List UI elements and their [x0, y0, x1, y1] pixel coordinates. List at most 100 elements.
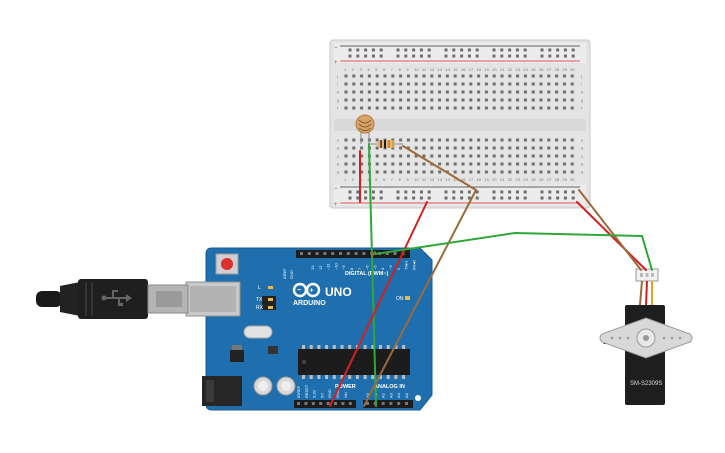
wire-green-ldr-a0[interactable] [368, 143, 377, 407]
breadboard-hole [422, 146, 426, 150]
rail-hole [460, 196, 464, 200]
usb-cable[interactable] [36, 279, 189, 319]
breadboard[interactable]: − + − + 11223344556677889910101111121213… [329, 39, 591, 209]
column-number: 5 [375, 177, 378, 182]
header-pin[interactable] [315, 252, 319, 255]
breadboard-hole [438, 74, 442, 78]
breadboard-hole [406, 82, 410, 86]
voltage-regulator-tab [232, 345, 242, 350]
power-pin-header[interactable] [294, 400, 356, 408]
header-pin[interactable] [341, 402, 345, 405]
wire-green-servo-signal[interactable] [374, 231, 653, 271]
breadboard-hole [539, 162, 543, 166]
header-pin[interactable] [339, 252, 342, 255]
breadboard-hole [453, 154, 457, 158]
power-header-label: POWER [335, 384, 356, 390]
chip-leg [340, 345, 344, 349]
header-pin[interactable] [304, 402, 308, 405]
header-pin[interactable] [300, 252, 303, 255]
header-pin[interactable] [331, 252, 335, 255]
breadboard-hole [453, 138, 457, 142]
digital-pin-label: ~9 [341, 265, 346, 270]
breadboard-hole [562, 170, 566, 174]
header-pin[interactable] [389, 402, 393, 405]
column-number: 23 [516, 177, 521, 182]
breadboard-hole [516, 170, 520, 174]
wire-brown-gnd-arduino[interactable] [363, 189, 477, 407]
usb-port-inner [190, 286, 236, 312]
rail-hole [379, 190, 383, 194]
breadboard-hole [492, 82, 496, 86]
column-number: 15 [453, 67, 458, 72]
rail-hole [571, 54, 575, 58]
header-pin[interactable] [311, 402, 315, 405]
arduino-uno[interactable]: L TX RX ON − + ARDUINO UNO DIGITAL (PWM~… [185, 247, 433, 411]
analog-pin-header[interactable] [363, 400, 413, 408]
breadboard-hole [484, 74, 488, 78]
header-pin[interactable] [393, 252, 397, 255]
resistor-band [392, 140, 394, 148]
breadboard-hole [399, 138, 403, 142]
wire-brown-resistor-gnd[interactable] [402, 145, 477, 191]
breadboard-hole [360, 74, 364, 78]
photoresistor-trace [358, 119, 372, 131]
breadboard-hole [352, 170, 356, 174]
breadboard-hole [570, 162, 574, 166]
breadboard-hole [547, 162, 551, 166]
header-pin[interactable] [307, 252, 311, 255]
header-pin[interactable] [366, 402, 369, 405]
column-number: 22 [508, 67, 513, 72]
breadboard-hole [406, 98, 410, 102]
header-pin[interactable] [334, 402, 337, 405]
rail-hole [404, 54, 408, 58]
header-pin[interactable] [381, 402, 385, 405]
breadboard-hole [547, 170, 551, 174]
rail-hole [348, 54, 352, 58]
breadboard-hole [484, 98, 488, 102]
breadboard-hole [477, 154, 481, 158]
header-pin[interactable] [323, 252, 327, 255]
row-letter: d [581, 146, 583, 151]
header-pin[interactable] [385, 252, 389, 255]
header-pin[interactable] [405, 402, 408, 405]
header-pin[interactable] [297, 402, 300, 405]
breadboard-hole [492, 90, 496, 94]
header-pin[interactable] [326, 402, 330, 405]
breadboard-bottom-rail [334, 185, 586, 205]
rail-hole [371, 190, 375, 194]
digital-pin-label: 2 [396, 267, 401, 270]
breadboard-hole [531, 106, 535, 110]
rail-hole [571, 190, 575, 194]
breadboard-hole [516, 74, 520, 78]
wire-brown-servo[interactable] [578, 189, 642, 271]
breadboard-hole [484, 106, 488, 110]
column-number: 27 [547, 177, 552, 182]
reset-button[interactable] [221, 258, 233, 270]
breadboard-hole [523, 138, 527, 142]
chip-leg [394, 375, 398, 379]
rail-hole [492, 54, 496, 58]
breadboard-hole [547, 98, 551, 102]
photoresistor[interactable] [355, 114, 375, 144]
breadboard-hole [500, 106, 504, 110]
chip-leg [302, 345, 305, 349]
header-pin[interactable] [354, 252, 358, 255]
chip-leg [402, 375, 406, 379]
header-pin[interactable] [319, 402, 323, 405]
breadboard-hole [461, 138, 465, 142]
mounting-hole [415, 395, 421, 401]
resistor[interactable] [370, 140, 403, 148]
header-pin[interactable] [397, 402, 401, 405]
header-pin[interactable] [362, 252, 366, 255]
arduino-logo: − + [292, 282, 321, 298]
header-pin[interactable] [346, 252, 350, 255]
led-label-rx: RX [256, 305, 264, 311]
breadboard-hole [461, 106, 465, 110]
breadboard-hole [469, 170, 473, 174]
wire-red-5v[interactable] [329, 201, 428, 407]
rail-hole [540, 48, 544, 52]
breadboard-hole [469, 146, 473, 150]
digital-pin-header[interactable] [296, 250, 410, 258]
header-pin[interactable] [348, 402, 352, 405]
servo-motor[interactable]: SM-S2309S [599, 268, 693, 405]
